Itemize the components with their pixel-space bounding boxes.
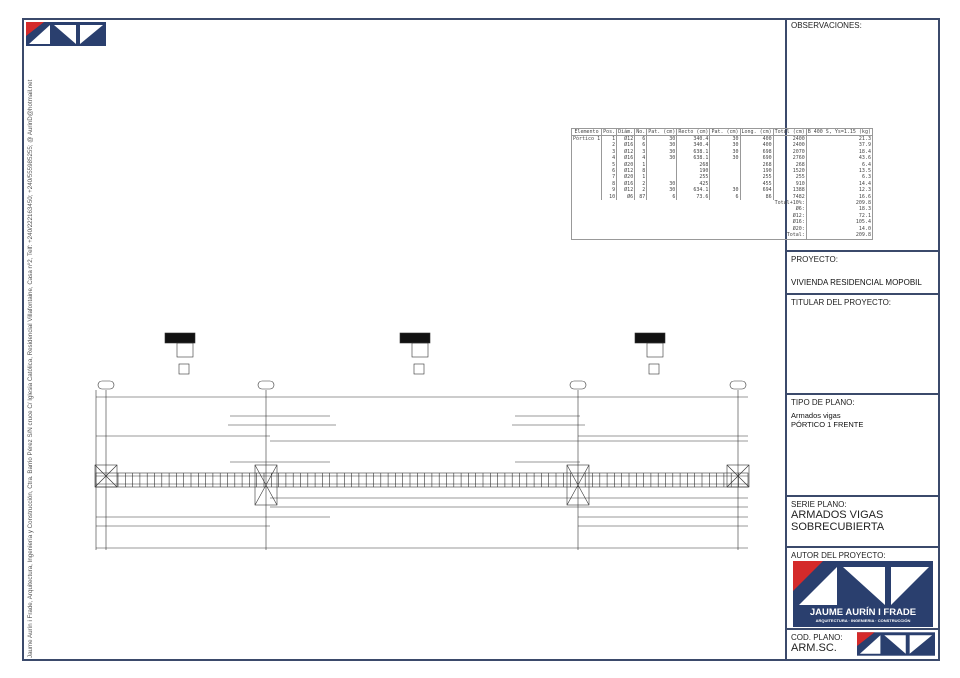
table-cell: 16.6	[805, 193, 873, 201]
table-cell: Diám.	[616, 128, 636, 136]
author-logo-mark	[793, 561, 929, 605]
table-cell: 638.1	[676, 155, 711, 162]
table-cell: 6.3	[805, 174, 873, 181]
axis-bubble	[569, 380, 587, 390]
table-cell: Ø20	[616, 161, 636, 169]
axis-bubble	[729, 380, 747, 390]
table-row: Ø6:18.3	[571, 206, 873, 213]
section-slab	[164, 332, 196, 344]
table-cell: 209.8	[805, 232, 873, 239]
axis-bubble	[257, 380, 275, 390]
table-cell: 12.3	[805, 187, 873, 194]
section-slab	[399, 332, 431, 344]
table-cell: 190	[676, 168, 711, 175]
table-cell: Ø12	[616, 135, 636, 143]
table-cell: Ø16	[616, 180, 636, 188]
table-cell: 14.4	[805, 180, 873, 188]
table-cell: 638.1	[676, 148, 711, 156]
table-cell: 6.4	[805, 161, 873, 169]
section-detail	[648, 363, 660, 375]
titular-block: TITULAR DEL PROYECTO:	[787, 295, 938, 395]
table-cell: 13.5	[805, 168, 873, 175]
hatch	[254, 464, 278, 506]
table-cell: 37.9	[805, 142, 873, 149]
table-cell: Recto (cm)	[676, 128, 711, 136]
drawing-area	[22, 18, 787, 661]
section-slab	[634, 332, 666, 344]
table-cell: 72.1	[805, 212, 873, 220]
axis-bubble	[97, 380, 115, 390]
table-cell: Ø6	[616, 193, 636, 201]
column-hatch	[254, 464, 278, 506]
table-cell: 209.8	[805, 200, 873, 207]
table-cell: Ø12	[616, 148, 636, 156]
sheet-frame	[22, 18, 940, 661]
proyecto-block: PROYECTO:VIVIENDA RESIDENCIAL MOPOBIL	[787, 252, 938, 295]
table-cell: 18.4	[805, 148, 873, 156]
table-cell: 255	[676, 174, 711, 181]
table-row: Total+10%:209.8	[571, 200, 873, 207]
company-logo-cod	[857, 632, 935, 656]
table-cell: 634.1	[676, 187, 711, 194]
company-logo-small	[26, 22, 106, 46]
section-beam	[411, 342, 429, 358]
beam-reinforcement-drawing	[94, 332, 750, 550]
cod-plano-block: COD. PLANO:ARM.SC.	[791, 633, 843, 654]
column-hatch	[94, 464, 118, 488]
table-cell: 340.4	[676, 142, 711, 149]
hatch	[726, 464, 750, 488]
table-cell: 340.4	[676, 135, 711, 143]
table-cell: 43.6	[805, 155, 873, 162]
table-cell: Ø16	[616, 155, 636, 162]
table-cell: 18.3	[805, 206, 873, 213]
autor-block: AUTOR DEL PROYECTO:	[787, 548, 938, 630]
table-row: Ø16:105.4	[571, 219, 873, 226]
table-cell: Ø12	[616, 168, 636, 175]
table-cell: 425	[676, 180, 711, 188]
section-detail	[413, 363, 425, 375]
section-beam	[176, 342, 194, 358]
column-hatch	[726, 464, 750, 488]
table-row: Ø12:72.1	[571, 212, 873, 220]
table-cell: 268	[676, 161, 711, 169]
table-row: Total:209.8	[571, 232, 873, 239]
beam-body	[95, 472, 749, 488]
table-cell: 14.0	[805, 225, 873, 233]
table-cell: B 400 S, Ys=1.15 (kg)	[805, 128, 873, 136]
table-cell: Ø20	[616, 174, 636, 181]
observaciones-block: OBSERVACIONES:	[787, 18, 938, 252]
author-logo: JAUME AURÍN I FRADE ARQUITECTURA · INGEN…	[793, 561, 933, 627]
table-row: Ø20:14.0	[571, 225, 873, 233]
section-detail	[178, 363, 190, 375]
table-cell: 73.6	[676, 193, 711, 201]
column-hatch	[566, 464, 590, 506]
table-cell: Ø12	[616, 187, 636, 194]
table-cell: Ø16	[616, 142, 636, 149]
table-cell: 105.4	[805, 219, 873, 226]
section-beam	[646, 342, 664, 358]
hatch	[566, 464, 590, 506]
hatch	[94, 464, 118, 488]
table-cell: 21.3	[805, 135, 873, 143]
